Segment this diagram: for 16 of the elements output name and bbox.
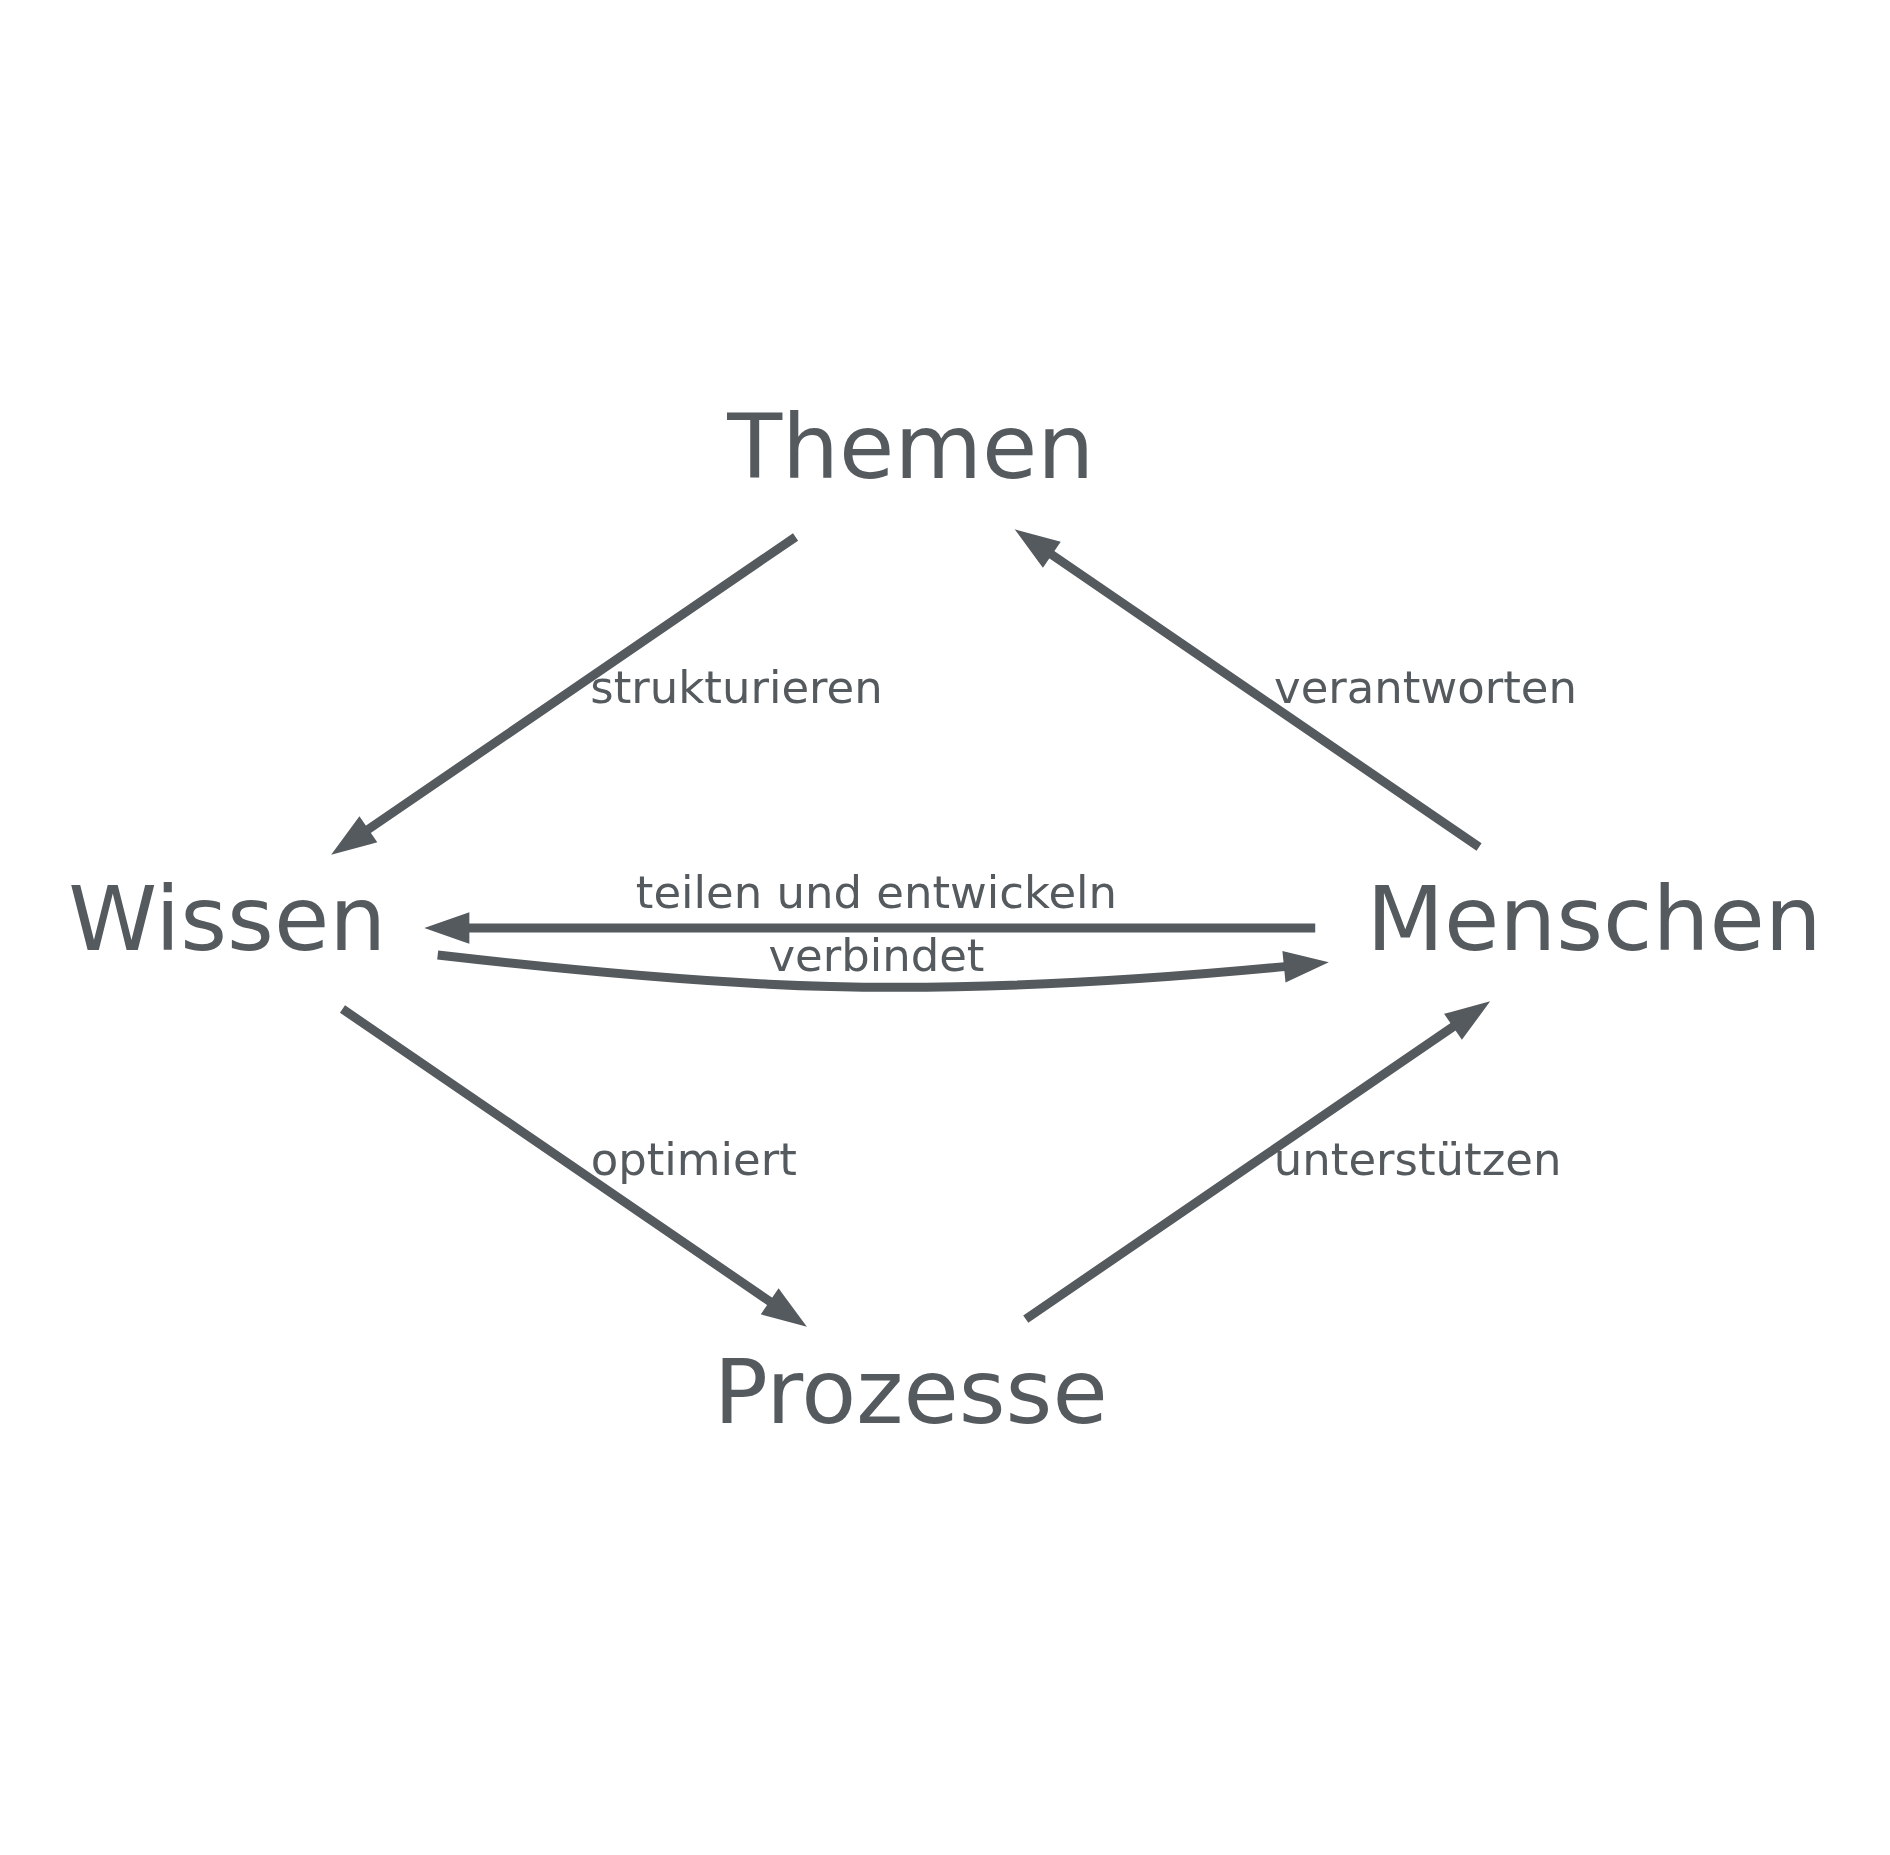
arrow — [424, 911, 1316, 944]
arrow — [1023, 1000, 1491, 1323]
edge-label: strukturieren — [590, 660, 883, 714]
edge-label: verbindet — [768, 928, 985, 982]
edge-label: unterstützen — [1273, 1132, 1562, 1186]
node-text: Menschen — [1366, 866, 1822, 971]
edge-label: optimiert — [590, 1132, 797, 1186]
arrow — [437, 950, 1329, 992]
node-text: Wissen — [68, 866, 387, 971]
arrow — [339, 1004, 807, 1327]
node-text: Prozesse — [713, 1339, 1108, 1444]
arrow — [1014, 528, 1482, 851]
edge-label: verantworten — [1274, 660, 1577, 714]
edge-label: teilen und entwickeln — [635, 865, 1118, 919]
node-text: Themen — [727, 394, 1095, 499]
arrow — [331, 532, 799, 855]
